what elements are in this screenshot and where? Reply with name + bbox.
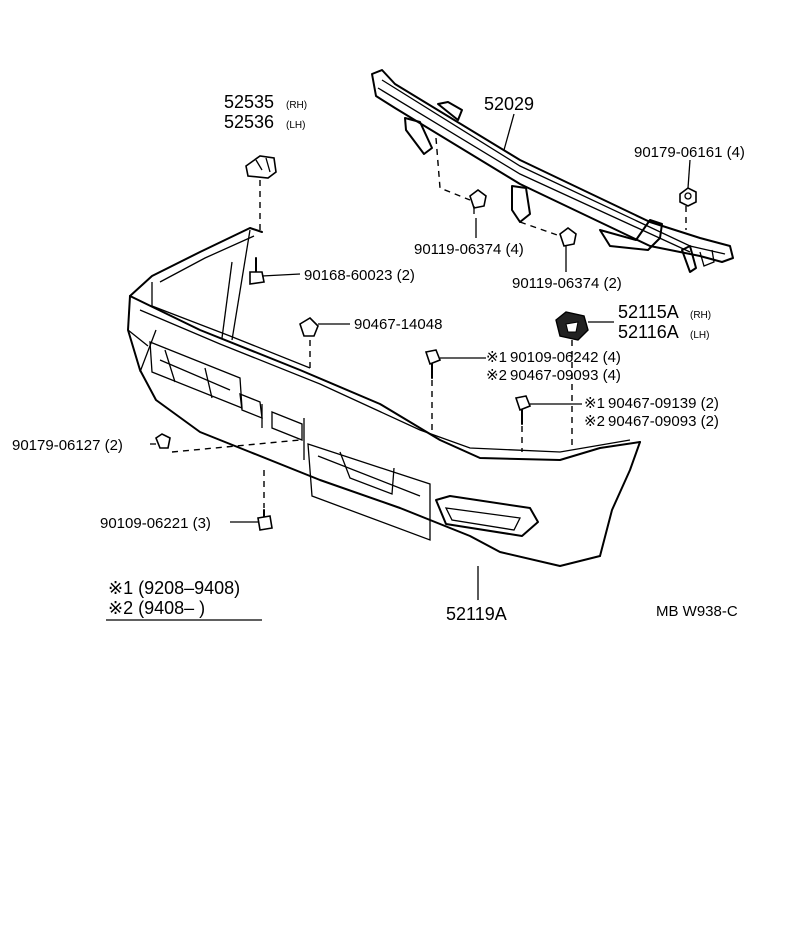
label-90119-06374-b: 90119-06374 (2) <box>512 275 622 292</box>
side-bracket-52535 <box>245 155 277 179</box>
nut-90179-06127 <box>155 433 171 449</box>
label-90119-06374-a: 90119-06374 (4) <box>414 241 524 258</box>
leader-lines <box>106 113 691 621</box>
label-52029: 52029 <box>484 94 534 114</box>
mark-90109-06242: ※1 <box>486 349 507 366</box>
legend-row-1: ※1 (9208–9408) <box>108 578 240 598</box>
mark-90467-09093-a: ※2 <box>486 367 507 384</box>
bolt-90119-06374-b <box>559 227 577 247</box>
label-52115A-side: (RH) <box>690 310 711 321</box>
clip-90467-14048 <box>299 316 319 337</box>
label-90109-06242: 90109-06242 (4) <box>510 349 621 366</box>
mark-90467-09139: ※1 <box>584 395 605 412</box>
label-90467-09093-b: 90467-09093 (2) <box>608 413 719 430</box>
label-90467-14048: 90467-14048 <box>354 316 442 333</box>
label-52116A: 52116A <box>618 322 679 342</box>
retainer-52115A <box>555 311 589 341</box>
part-labels: 52535 (RH) 52536 (LH) 52029 90179-06161 … <box>12 92 745 624</box>
screw-90109-06242 <box>424 349 442 379</box>
legend-row-2: ※2 (9408– ) <box>108 598 205 618</box>
label-90168-60023: 90168-60023 (2) <box>304 267 415 284</box>
label-52115A: 52115A <box>618 302 679 322</box>
label-90467-09093-a: 90467-09093 (4) <box>510 367 621 384</box>
bumper-reinforcement-52029 <box>371 69 734 273</box>
legend: ※1 (9208–9408) ※2 (9408– ) <box>108 578 240 618</box>
bolt-90168-60023 <box>249 257 265 285</box>
assembly-lines <box>171 137 687 508</box>
screw-90109-06221 <box>257 509 273 531</box>
nut-90179-06161 <box>679 187 697 207</box>
label-90179-06127: 90179-06127 (2) <box>12 437 123 454</box>
label-90467-09139: 90467-09139 (2) <box>608 395 719 412</box>
bolt-90119-06374-a <box>469 189 487 214</box>
label-52536-side: (LH) <box>286 120 305 131</box>
mark-90467-09093-b: ※2 <box>584 413 605 430</box>
label-90109-06221: 90109-06221 (3) <box>100 515 211 532</box>
label-90179-06161: 90179-06161 (4) <box>634 144 745 161</box>
label-52536: 52536 <box>224 112 274 132</box>
bumper-cover-52119A <box>127 227 641 567</box>
screw-90467-09139 <box>514 395 532 425</box>
label-52119A: 52119A <box>446 604 507 624</box>
label-52535-side: (RH) <box>286 100 307 111</box>
label-52116A-side: (LH) <box>690 330 709 341</box>
figure-code: MB W938-C <box>656 603 738 620</box>
label-52535: 52535 <box>224 92 274 112</box>
